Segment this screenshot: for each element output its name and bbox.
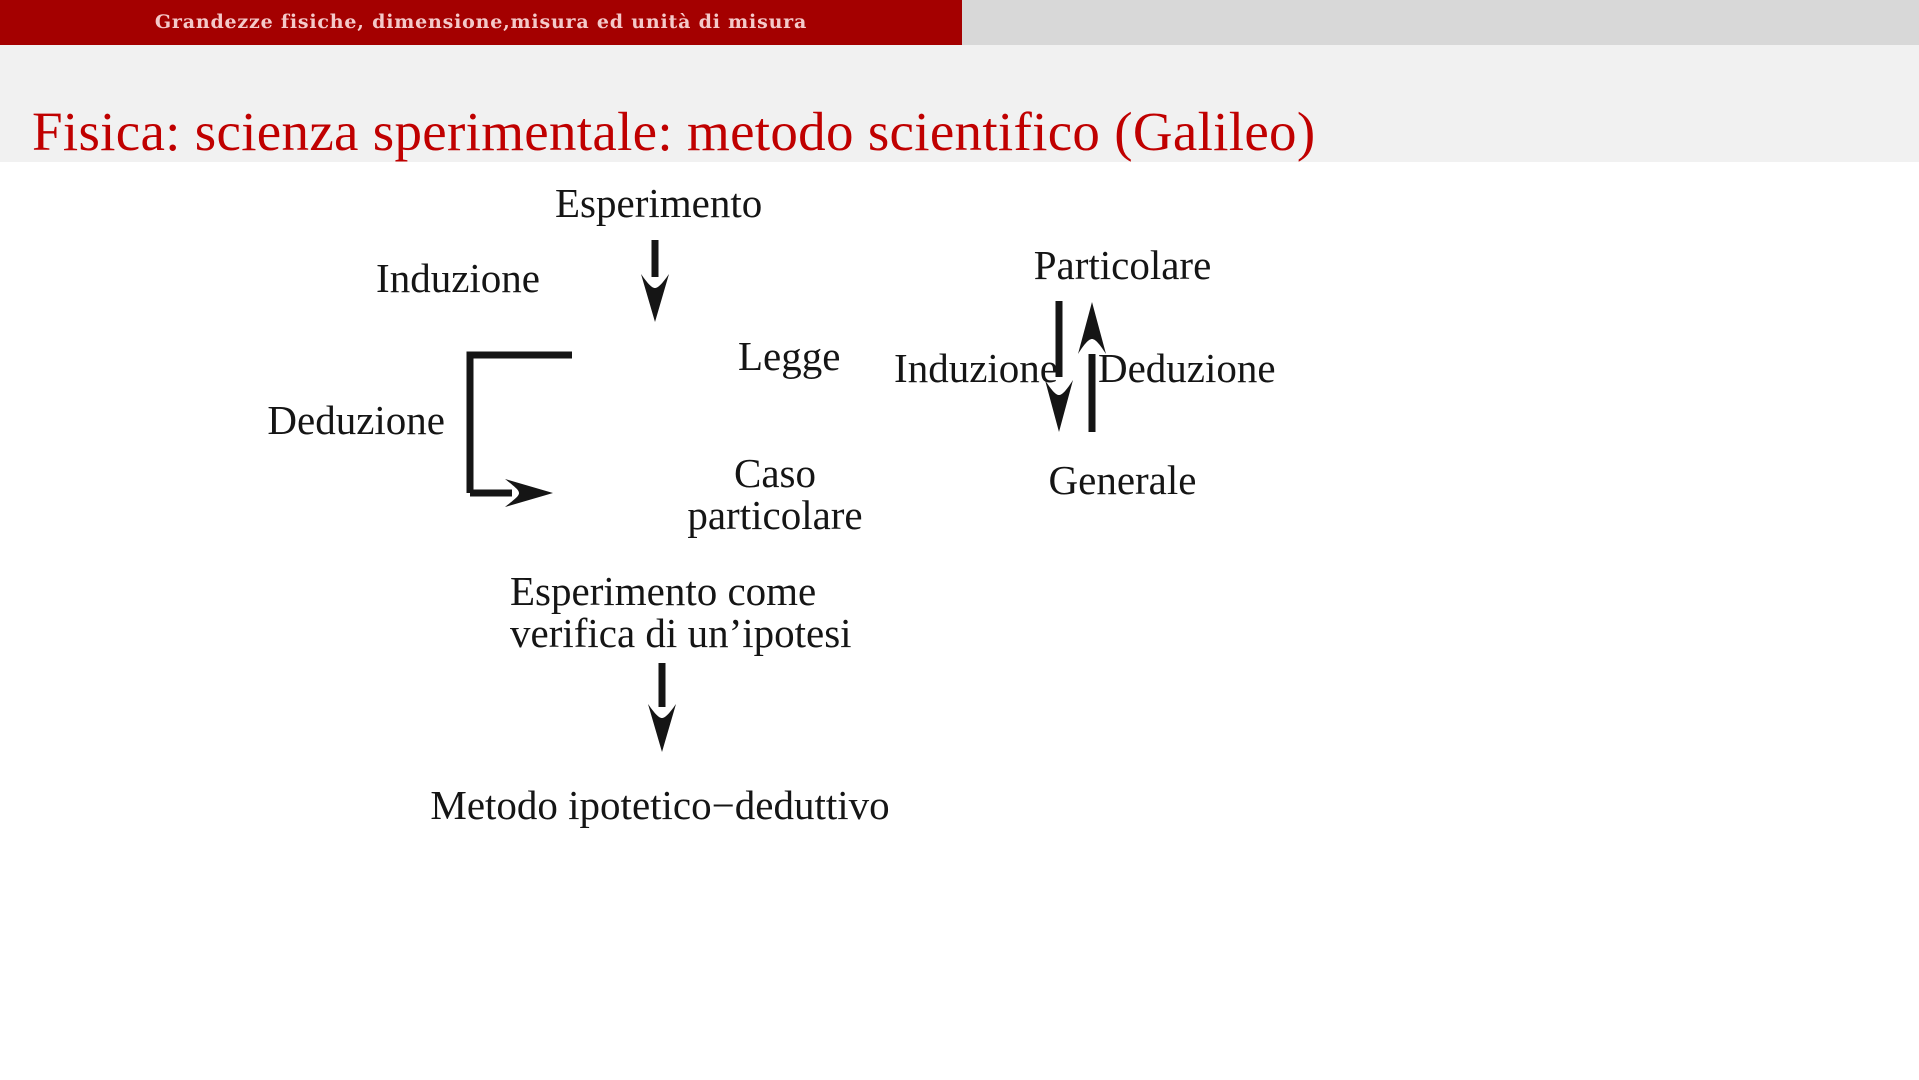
header-red-block	[0, 0, 962, 45]
node-verifica-line1: Esperimento come	[510, 568, 817, 614]
header-strip: Grandezze fisiche, dimensione,misura ed …	[0, 0, 1919, 45]
label-induzione-right: Induzione	[894, 345, 1058, 391]
arrow-verifica-to-metodo	[648, 663, 676, 752]
diagram-connectors	[466, 240, 1106, 752]
node-caso-particolare-line2: particolare	[625, 492, 925, 538]
caso-line2: particolare	[687, 492, 863, 538]
caso-line1: Caso	[734, 450, 816, 496]
slide-body: Esperimento Induzione Legge Deduzione Ca…	[0, 162, 1919, 1080]
label-deduzione-right: Deduzione	[1098, 345, 1276, 391]
node-verifica-line2: verifica di un’ipotesi	[510, 610, 852, 656]
node-esperimento: Esperimento	[555, 180, 763, 226]
title-band: Fisica: scienza sperimentale: metodo sci…	[0, 45, 1919, 162]
label-induzione-left: Induzione	[376, 255, 540, 301]
node-particolare: Particolare	[1033, 242, 1212, 288]
node-caso-particolare-line1: Caso	[625, 450, 925, 496]
node-generale: Generale	[1048, 457, 1197, 503]
label-deduzione-left: Deduzione	[267, 397, 445, 443]
arrow-esperimento-to-legge	[641, 240, 669, 322]
header-subtitle: Grandezze fisiche, dimensione,misura ed …	[154, 11, 808, 33]
page-title: Fisica: scienza sperimentale: metodo sci…	[32, 101, 1316, 162]
node-metodo-ipotetico-deduttivo: Metodo ipotetico−deduttivo	[430, 782, 890, 828]
node-legge: Legge	[738, 333, 841, 379]
bracket-legge-to-caso	[466, 351, 572, 507]
